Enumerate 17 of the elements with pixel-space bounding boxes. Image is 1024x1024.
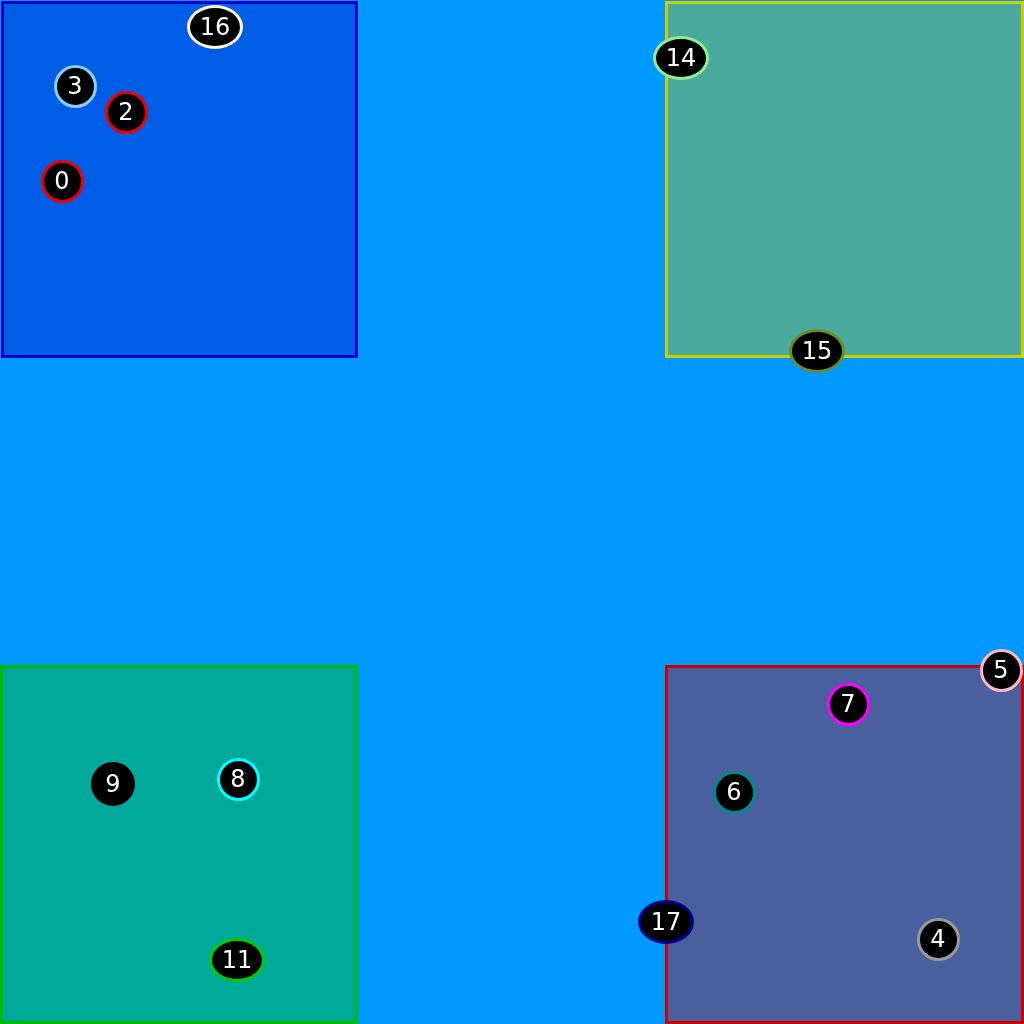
numbered-circle: 2 [104, 90, 148, 134]
numbered-circle: 17 [638, 900, 694, 944]
numbered-circle: 5 [979, 648, 1023, 692]
numbered-circle: 3 [53, 64, 97, 108]
numbered-circle: 14 [653, 36, 709, 80]
numbered-circle: 15 [789, 329, 845, 373]
numbered-circle: 0 [40, 159, 84, 203]
numbered-circle: 7 [826, 682, 870, 726]
region-square [1, 1, 358, 358]
numbered-circle: 11 [209, 938, 265, 982]
region-square [665, 1, 1024, 358]
numbered-circle: 6 [712, 770, 756, 814]
numbered-circle: 9 [91, 762, 135, 806]
region-square [0, 665, 358, 1024]
numbered-circle: 8 [216, 757, 260, 801]
numbered-circle: 16 [187, 5, 243, 49]
numbered-circle: 4 [916, 917, 960, 961]
